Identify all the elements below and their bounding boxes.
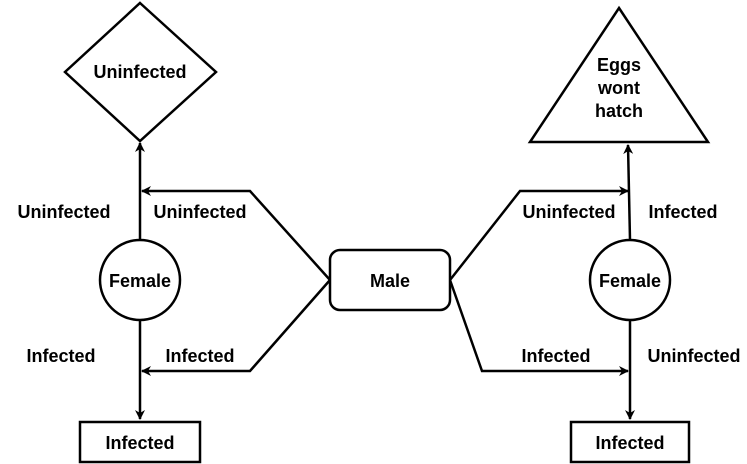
arrow-male-to-left-infected bbox=[141, 279, 331, 376]
label-right-female-up: Infected bbox=[648, 202, 717, 222]
outcome-infected-right-box: Infected bbox=[569, 420, 691, 464]
female-right-node: Female bbox=[588, 238, 672, 322]
label-left-female-up: Uninfected bbox=[17, 202, 110, 222]
eggs-wont-hatch-line-1: Eggs bbox=[597, 55, 641, 75]
label-right-male-up: Uninfected bbox=[522, 202, 615, 222]
outcome-infected-right-label: Infected bbox=[595, 433, 664, 453]
female-left-node: Female bbox=[98, 238, 182, 322]
eggs-wont-hatch-line-3: hatch bbox=[595, 101, 643, 121]
arrow-female-right-to-eggs-wont-hatch bbox=[623, 144, 634, 241]
male-label: Male bbox=[370, 271, 410, 291]
female-left-label: Female bbox=[109, 271, 171, 291]
arrow-male-to-right-infected bbox=[448, 279, 629, 376]
label-left-male-down: Infected bbox=[165, 346, 234, 366]
eggs-wont-hatch-line-2: wont bbox=[597, 78, 640, 98]
outcome-uninfected-diamond: Uninfected bbox=[63, 1, 218, 143]
label-right-male-down: Infected bbox=[521, 346, 590, 366]
male-node: Male bbox=[328, 248, 452, 312]
arrow-male-to-left-uninfected bbox=[141, 186, 331, 281]
outcome-eggs-wont-hatch-triangle: Eggs wont hatch bbox=[527, 5, 711, 144]
female-right-label: Female bbox=[599, 271, 661, 291]
label-left-female-down: Infected bbox=[26, 346, 95, 366]
label-right-female-down: Uninfected bbox=[647, 346, 740, 366]
outcome-uninfected-label: Uninfected bbox=[93, 62, 186, 82]
arrow-male-to-right-uninfected bbox=[449, 186, 629, 281]
outcome-infected-left-box: Infected bbox=[78, 420, 202, 464]
label-left-male-up: Uninfected bbox=[153, 202, 246, 222]
outcome-infected-left-label: Infected bbox=[105, 433, 174, 453]
